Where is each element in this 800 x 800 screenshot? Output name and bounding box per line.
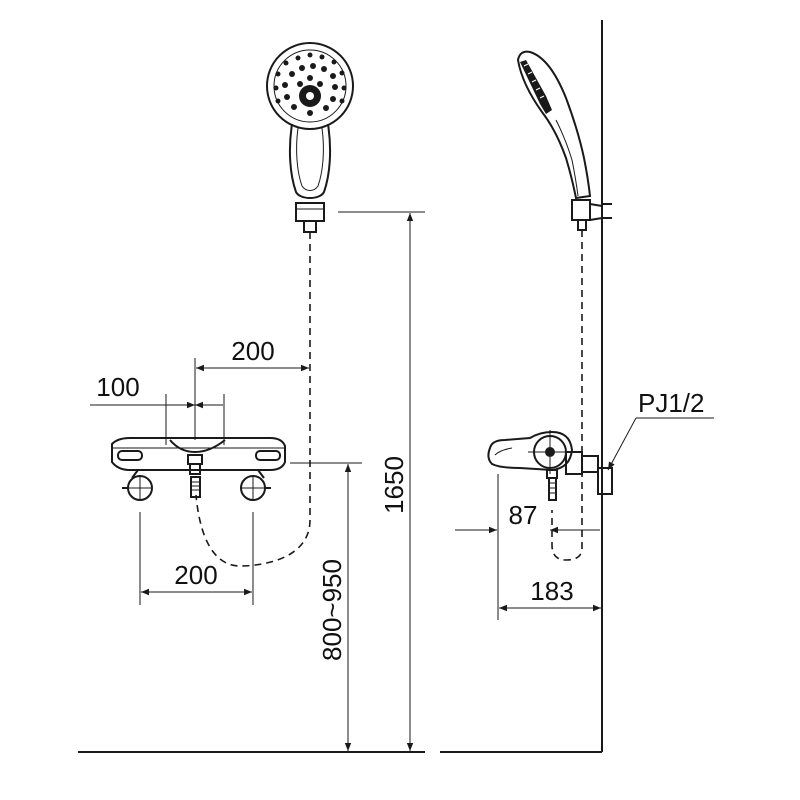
dim-projection-label: 183 xyxy=(530,576,573,606)
dim-spout-drop: 87 xyxy=(455,474,600,620)
spray-nozzles xyxy=(273,52,347,116)
dim-body-offset: 100 xyxy=(90,372,225,445)
dim-hose-spacing-label: 200 xyxy=(231,336,274,366)
dim-connection-callout: PJ1/2 xyxy=(607,388,714,471)
hose-side xyxy=(551,230,583,561)
inlet-right-front xyxy=(240,469,271,501)
dim-shower-height: 1650 xyxy=(338,211,425,751)
spray-face-side xyxy=(520,60,552,114)
hose-front xyxy=(195,232,311,567)
mixer-body-side xyxy=(487,430,613,501)
dim-spout-drop-label: 87 xyxy=(509,500,538,530)
shower-head-side xyxy=(516,50,612,231)
mixer-body-front xyxy=(111,437,286,501)
outlet-connector-side xyxy=(546,469,558,501)
shower-head-front xyxy=(266,42,354,233)
wall-connection-side xyxy=(565,451,613,495)
dim-inlet-spacing: 200 xyxy=(139,512,254,605)
dim-body-offset-label: 100 xyxy=(96,372,139,402)
dim-mount-height-label: 800~950 xyxy=(317,559,347,661)
dim-hose-spacing: 200 xyxy=(194,336,309,440)
inlet-left-front xyxy=(122,469,153,501)
outlet-connector-front xyxy=(190,476,201,498)
dim-shower-height-label: 1650 xyxy=(379,456,409,514)
dim-inlet-spacing-label: 200 xyxy=(174,560,217,590)
dim-connection-label: PJ1/2 xyxy=(638,388,705,418)
dim-mount-height: 800~950 xyxy=(290,462,362,751)
dim-projection: 183 xyxy=(499,576,601,612)
